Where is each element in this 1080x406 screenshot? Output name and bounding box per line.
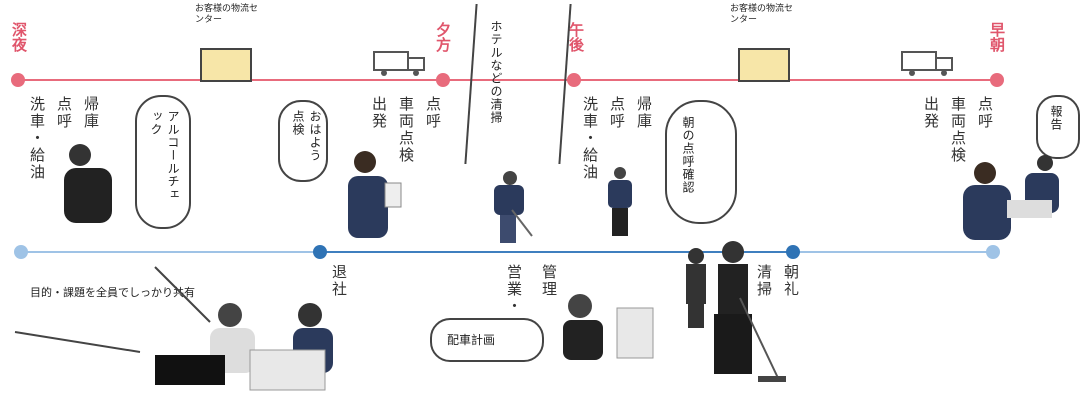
morning-rollcall-photo [963,155,1059,240]
cleaning-staff-photo [494,171,533,243]
timeline-dot-leave [313,245,327,259]
day-shift-timeline [17,79,1000,81]
task-rollcall-morning: 点呼 [976,96,994,130]
task-rollcall-afternoon: 点呼 [608,96,626,130]
timeline-dot-late-night [11,73,25,87]
timeline-dot-afternoon [567,73,581,87]
task-vehicle-check: 車両点検 [397,96,415,164]
task-rollcall: 点呼 [55,96,73,130]
task-sales: 営業・ [505,264,523,315]
meeting-note-lines [14,266,211,353]
driver-inspection-photo [348,151,402,238]
timeline-dot-early-morning [990,73,1004,87]
speech-bubble-ohayo [278,100,328,182]
timeline-dot-morning-meeting [786,245,800,259]
office-meeting-photo [155,303,333,391]
office-desk-photo [563,294,654,360]
speech-text-alcohol: アルコールチェック [149,110,180,201]
speech-bubble-morning-check [665,100,737,224]
time-label-late-night: 深夜 [10,22,28,52]
timeline-dot-evening [436,73,450,87]
speech-text-plan: 配車計画 [447,333,496,347]
task-return: 帰庫 [82,96,100,130]
speech-bubble-report [1036,95,1080,159]
task-morning-meeting: 朝礼 [782,264,800,298]
warehouse-box-icon [200,48,252,82]
timeline-dot-end [986,245,1000,259]
cleaning-banner [464,4,572,164]
warehouse-note: お客様の物流センター [195,4,259,25]
speech-bubble-plan [430,318,544,362]
truck-icon [373,51,425,76]
task-wash-refuel: 洗車・給油 [28,96,46,181]
task-return-afternoon: 帰庫 [635,96,653,130]
speech-text-morning-check: 朝の点呼確認 [681,116,695,194]
driver-alcohol-check-photo [64,144,112,223]
task-rollcall-depart: 点呼 [424,96,442,130]
time-label-early-morning: 早朝 [988,22,1006,52]
speech-text-report: 報告 [1049,105,1063,131]
task-vehicle-check-morning: 車両点検 [949,96,967,164]
task-wash-refuel-afternoon: 洗車・給油 [581,96,599,181]
warehouse-note-2: お客様の物流センター [730,4,794,25]
task-depart: 出発 [370,96,388,130]
timeline-dot-start [14,245,28,259]
truck-icon-2 [901,51,953,76]
speech-text-ohayo: おはよう点検 [291,110,322,162]
office-cleaning-photo [686,241,786,382]
speech-bubble-alcohol [135,95,191,229]
car-wash-staff-photo [608,167,632,236]
time-label-evening: 夕方 [434,22,452,52]
task-depart-morning: 出発 [922,96,940,130]
task-leave-office: 退社 [330,264,348,298]
time-label-afternoon: 午後 [567,22,585,52]
cleaning-banner-text: ホテルなどの清掃 [489,20,503,124]
task-cleaning: 清掃 [755,264,773,298]
meeting-note: 目的・課題を全員でしっかり共有 [30,286,195,299]
office-timeline-active [320,251,795,253]
task-management: 管理 [540,264,558,298]
warehouse-box-icon-2 [738,48,790,82]
